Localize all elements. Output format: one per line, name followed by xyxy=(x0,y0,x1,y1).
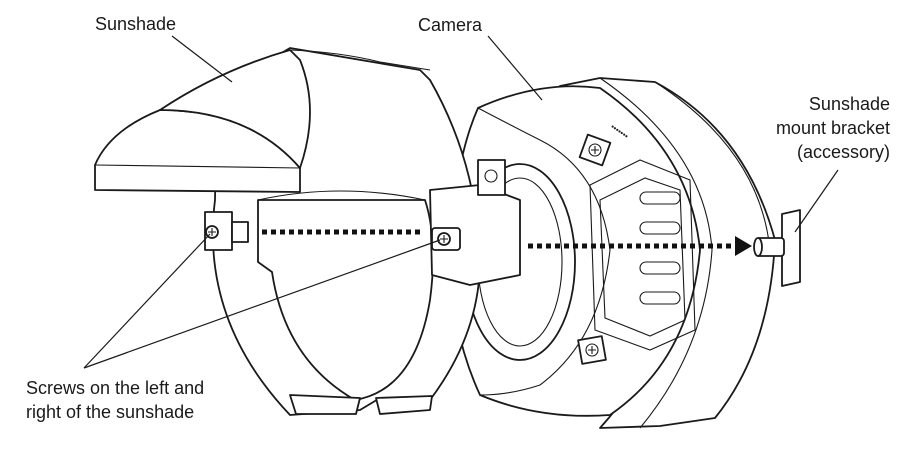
leader-right-screw xyxy=(83,239,441,369)
leader-left-screw xyxy=(83,233,211,369)
sunshade-mount-bracket xyxy=(753,209,801,287)
camera: ••••••• xyxy=(449,77,776,429)
leader-sunshade xyxy=(171,35,233,83)
arrow-head xyxy=(735,236,752,256)
camera-body-screw-top xyxy=(578,133,612,167)
leader-bracket xyxy=(794,169,839,233)
sunshade xyxy=(94,47,521,416)
camera-body-screw-bottom xyxy=(577,335,607,365)
label-bracket-line3: (accessory) xyxy=(796,142,890,162)
label-screws-line2: right of the sunshade xyxy=(26,402,195,422)
camera-vents xyxy=(639,191,681,305)
sunshade-right-clamp xyxy=(429,159,521,286)
sunshade-left-screw-mount xyxy=(204,211,249,251)
label-bracket-line1: Sunshade xyxy=(808,94,890,114)
label-screws-line1: Screws on the left and xyxy=(26,378,205,398)
leader-camera xyxy=(487,35,543,101)
label-camera: Camera xyxy=(418,15,483,35)
label-bracket-line2: mount bracket xyxy=(775,118,890,138)
leader-lines xyxy=(83,35,839,369)
label-sunshade: Sunshade xyxy=(95,14,177,34)
assembly-arrows xyxy=(262,229,752,256)
